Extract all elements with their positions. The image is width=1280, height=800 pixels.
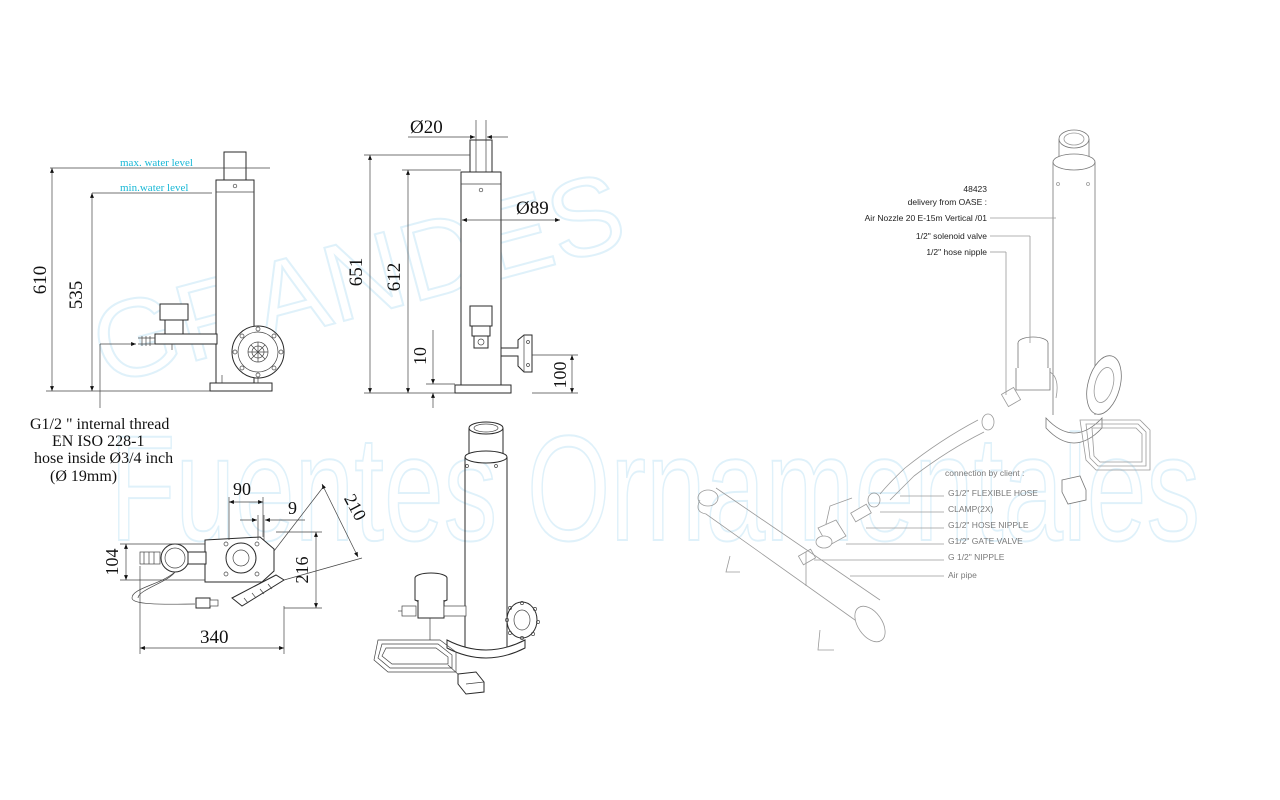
client-item-gate-valve: G1/2" GATE VALVE [948,536,1023,546]
client-header: connection by client : [945,468,1024,478]
hose-nipple-label: 1/2" hose nipple [926,247,987,257]
part-number: 48423 [963,184,987,194]
dim-dia-20: Ø20 [410,117,443,138]
dim-340: 340 [200,627,229,648]
thread-note-line2: EN ISO 228-1 [52,433,144,450]
nozzle-label: Air Nozzle 20 E-15m Vertical /01 [865,213,988,223]
top-view: 104 90 9 210 216 340 [102,479,370,654]
delivery-label: delivery from OASE : [908,197,987,207]
thread-note-line4: (Ø 19mm) [50,468,117,485]
client-item-clamp: CLAMP(2X) [948,504,994,514]
dim-612: 612 [384,263,405,292]
dim-610: 610 [30,266,51,295]
solenoid-label: 1/2" solenoid valve [916,231,987,241]
client-item-flexible-hose: G1/2" FLEXIBLE HOSE [948,488,1038,498]
dim-9: 9 [288,498,297,518]
dim-90: 90 [233,479,251,499]
dim-535: 535 [66,281,87,310]
thread-note-line3: hose inside Ø3/4 inch [34,450,173,467]
dim-104: 104 [102,549,122,576]
thread-note-line1: G1/2 " internal thread [30,416,169,433]
assembly-view: 48423 delivery from OASE : Air Nozzle 20… [697,129,1151,651]
side-view: Ø20 Ø89 651 612 10 100 [346,117,578,408]
dim-dia-89: Ø89 [516,198,549,219]
min-water-level-label: min.water level [120,182,188,194]
dim-651: 651 [346,258,367,287]
client-item-air-pipe: Air pipe [948,570,977,580]
max-water-level-label: max. water level [120,157,193,169]
dim-100: 100 [550,362,570,389]
dim-10: 10 [410,347,430,365]
isometric-view [373,421,540,695]
client-item-nipple: G 1/2" NIPPLE [948,552,1005,562]
watermark-line2: Fuentes Ornamentales [110,404,1200,572]
dim-216: 216 [292,557,312,584]
front-view: max. water level min.water level 610 535… [30,151,285,485]
client-item-hose-nipple: G1/2" HOSE NIPPLE [948,520,1029,530]
